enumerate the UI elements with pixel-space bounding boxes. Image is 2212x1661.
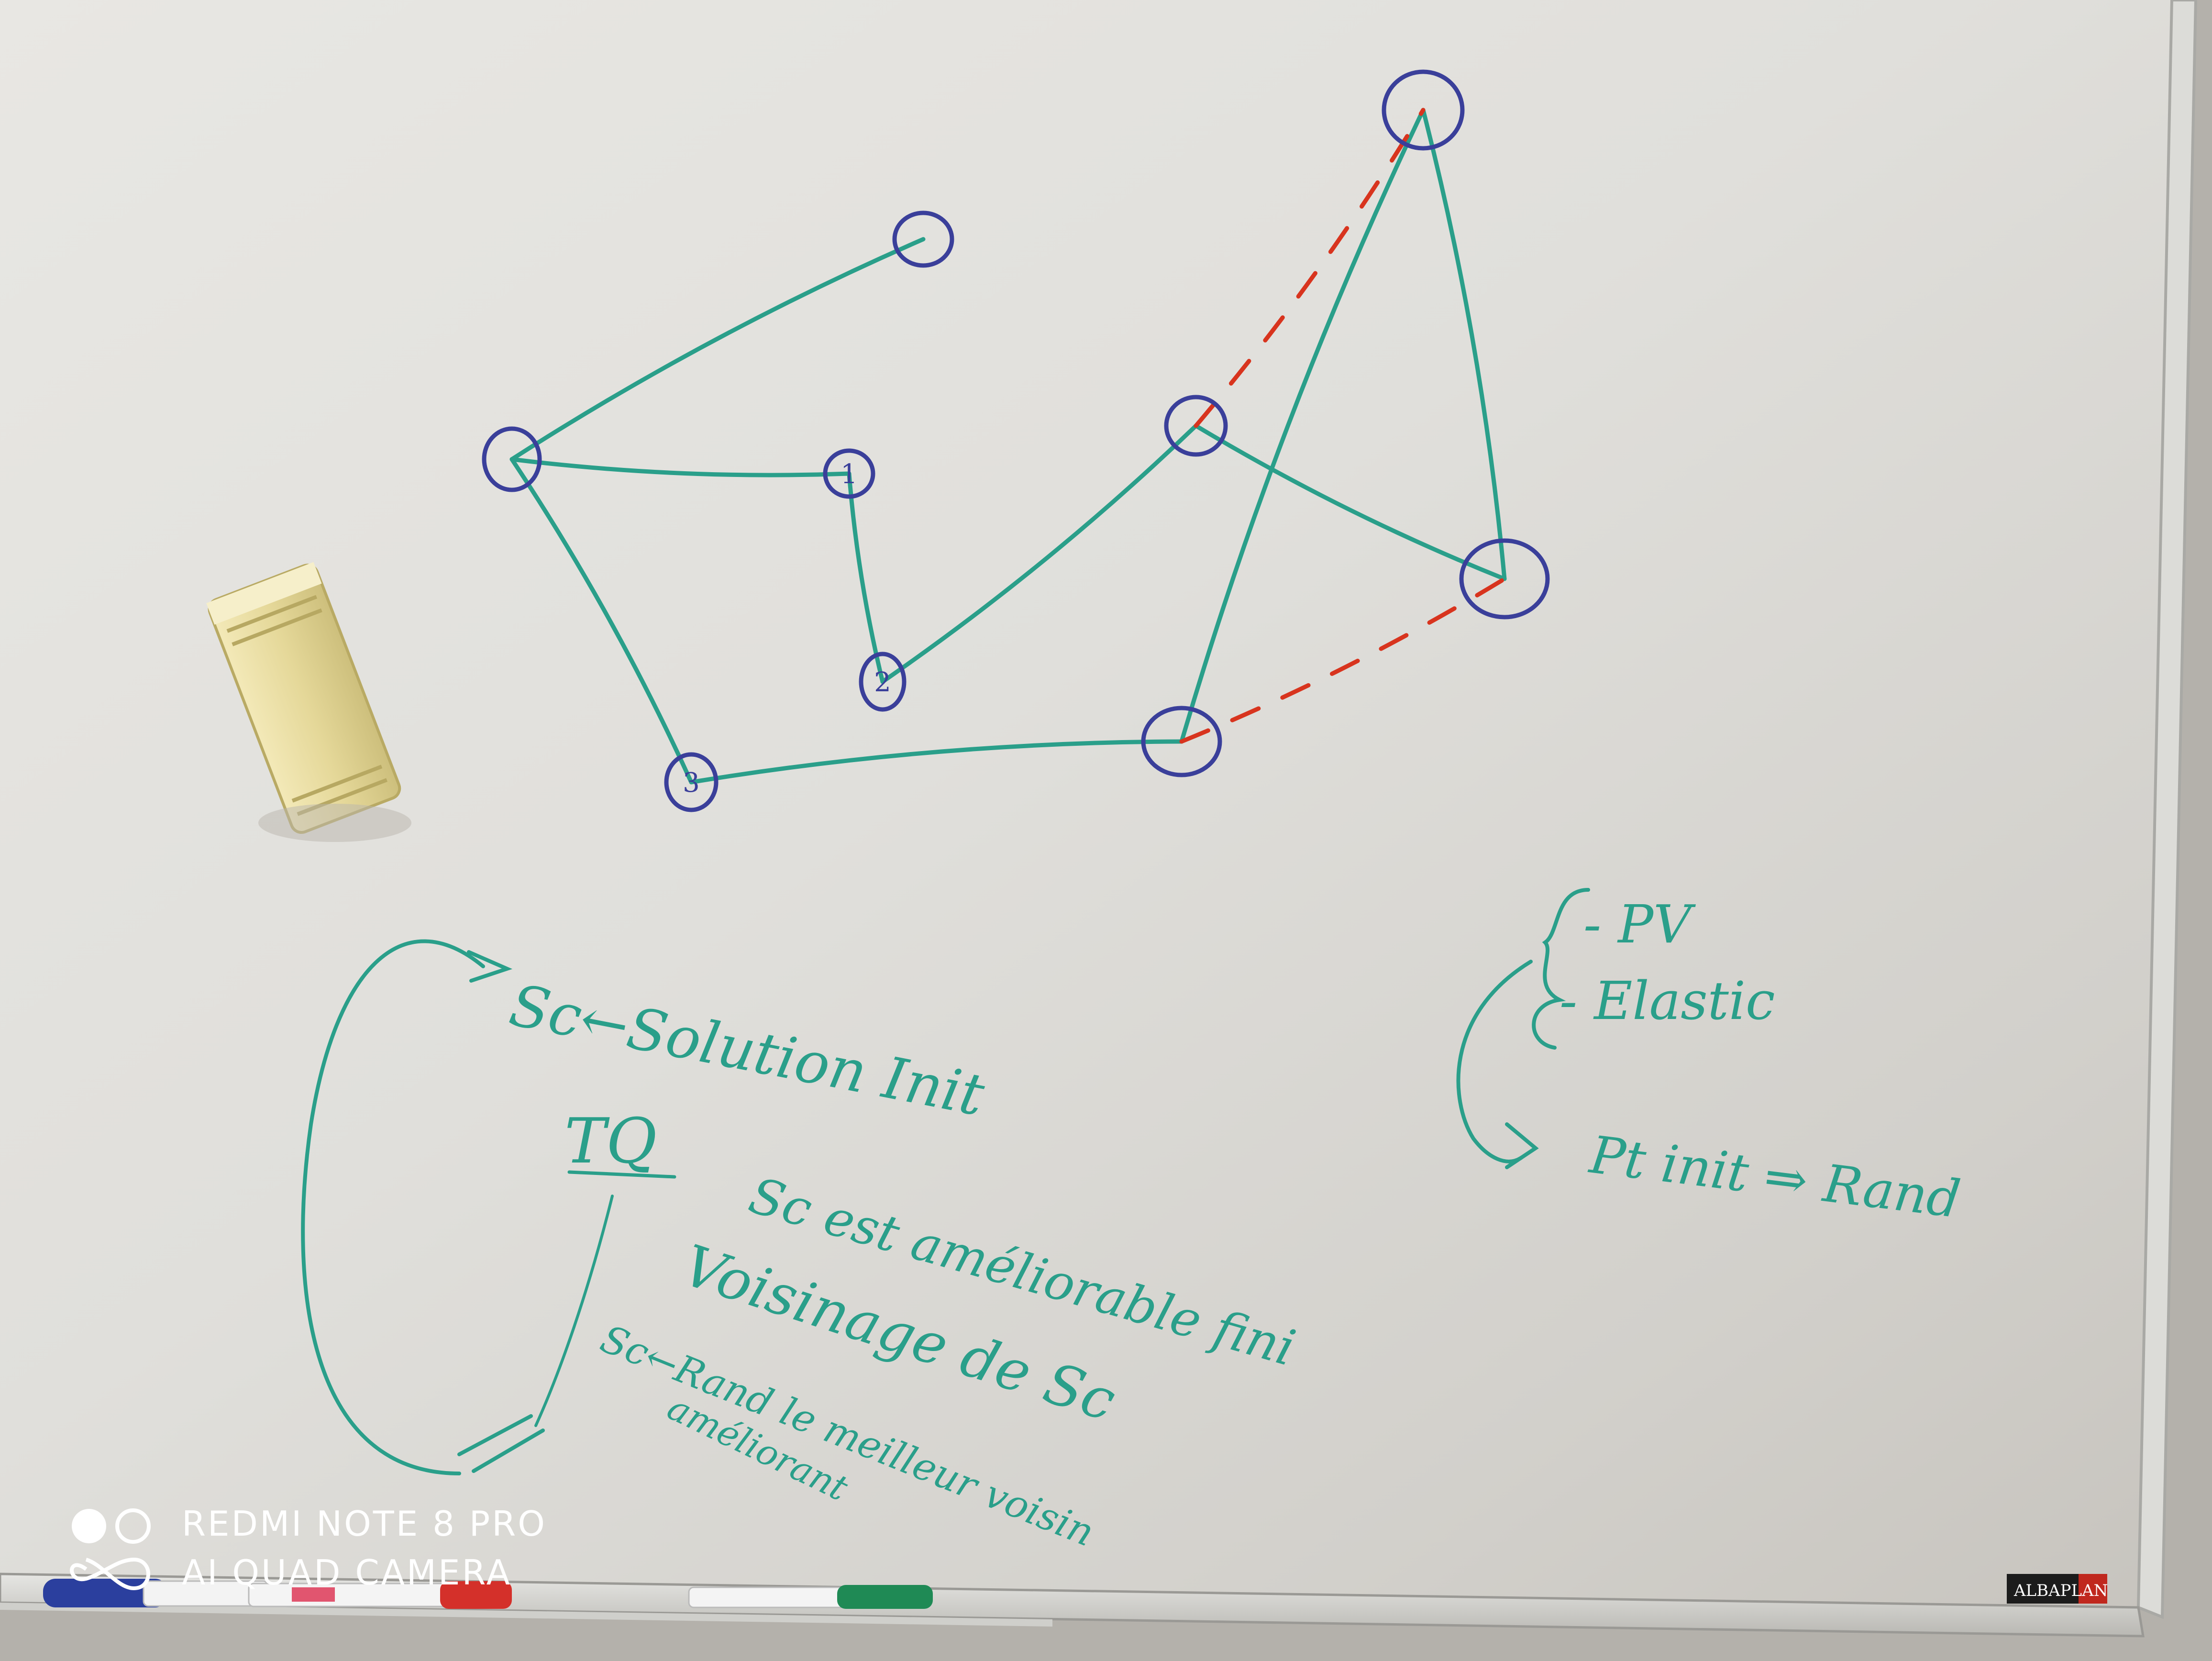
graph-node-n8	[664, 752, 719, 812]
watermark-line2: AI QUAD CAMERA	[182, 1552, 512, 1593]
watermark-icon-ring	[115, 1508, 151, 1544]
curly-brace	[1532, 888, 1590, 1050]
whiteboard-surface	[0, 0, 2172, 1607]
green-marker	[688, 1585, 933, 1609]
graph-edge-solid	[1179, 108, 1426, 744]
graph-node-n2	[823, 448, 875, 499]
graph-edge-solid	[1421, 108, 1507, 581]
graph-node-label: 2	[874, 667, 891, 698]
graph-node-n6	[1459, 538, 1550, 620]
marker-tray	[0, 1572, 2145, 1638]
note-tq: TQ	[564, 1105, 657, 1177]
note-pv: - PV	[1583, 894, 1696, 955]
graph-edge-solid	[880, 423, 1198, 684]
whiteboard-frame-right	[2136, 0, 2198, 1619]
graph-node-label: 1	[841, 459, 858, 490]
marker-tray-lip	[0, 1603, 1052, 1627]
graph-edge-solid	[509, 457, 852, 477]
loop-arrow-head	[467, 950, 513, 983]
watermark-icon-dot	[72, 1509, 106, 1543]
tray-markers	[43, 1579, 933, 1609]
watermark-line1: REDMI NOTE 8 PRO	[182, 1504, 547, 1544]
graph-node-n5	[1382, 69, 1465, 151]
loop-arrow	[301, 939, 485, 1475]
graph-diagram: 1 2 3	[482, 69, 1550, 812]
tq-bracket-line	[534, 1195, 614, 1427]
graph-node-n3	[482, 426, 542, 492]
graph-node-n7	[859, 652, 907, 712]
graph-edge-solid	[689, 739, 1184, 785]
graph-node-n9	[1141, 706, 1222, 777]
graph-edge-solid	[509, 237, 926, 462]
svg-text:ALBAPLAN: ALBAPLAN	[2013, 1581, 2108, 1600]
blue-marker	[43, 1579, 269, 1607]
albaplan-label: ALBAPLAN	[2007, 1574, 2108, 1604]
camera-watermark: REDMI NOTE 8 PRO AI QUAD CAMERA	[70, 1504, 547, 1593]
right-arrow-head	[1505, 1122, 1539, 1169]
eraser-shadow	[258, 804, 411, 842]
right-curved-arrow	[1456, 960, 1533, 1163]
graph-edge-solid	[1194, 423, 1507, 581]
tq-underline	[567, 1170, 676, 1179]
watermark-icon-infinity	[70, 1557, 150, 1591]
graph-node-n1	[892, 210, 954, 268]
graph-edge-solid	[509, 457, 694, 785]
graph-node-label: 3	[683, 767, 700, 798]
red-marker	[248, 1581, 512, 1609]
graph-edge-dashed	[1179, 576, 1507, 744]
note-elastic: - Elastic	[1559, 970, 1775, 1031]
loop-tail-marks	[457, 1414, 545, 1473]
graph-edge-dashed	[1194, 108, 1426, 428]
graph-node-n4	[1164, 395, 1228, 457]
